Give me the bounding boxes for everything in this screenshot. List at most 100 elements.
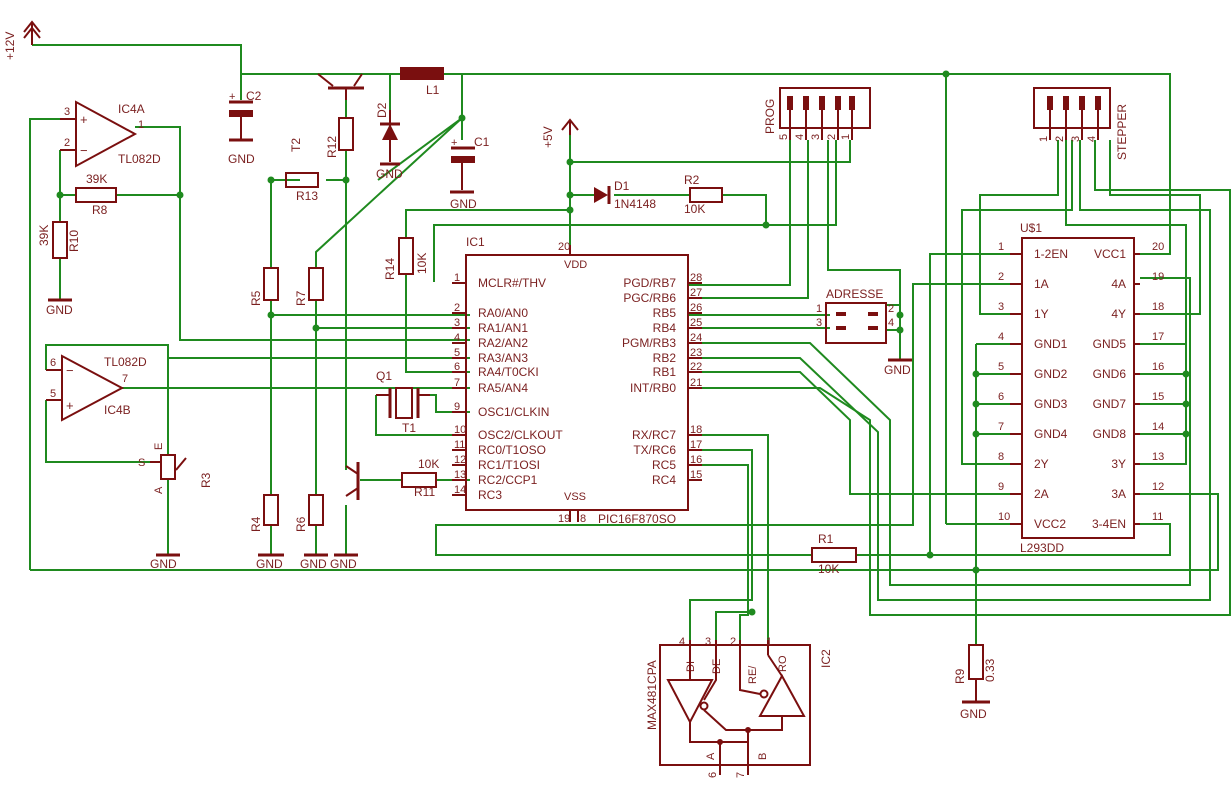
l293-pin-name: 1A xyxy=(1034,277,1049,291)
c1-ref: C1 xyxy=(474,135,490,149)
transistor-t2: T2 xyxy=(289,73,364,152)
opamp-a-val: TL082D xyxy=(118,152,161,166)
l293-pin-number: 1 xyxy=(998,241,1004,253)
stepper-pin-number: 4 xyxy=(1086,136,1098,142)
prog-pin-contact xyxy=(803,96,809,110)
ic1-pin-number: 6 xyxy=(454,361,460,373)
adresse-pin4: 4 xyxy=(888,317,894,329)
r3-ref: R3 xyxy=(199,472,213,488)
ic1-pin-number: 11 xyxy=(454,439,465,451)
ic1-pin-number: 22 xyxy=(690,361,702,373)
ic2-ro: RO xyxy=(777,655,789,672)
ic2-pin1: 1 xyxy=(766,636,772,648)
q1-ref: Q1 xyxy=(376,369,392,383)
ic1-pin-number: 1 xyxy=(454,272,460,284)
l293-pin-name: GND5 xyxy=(1093,337,1127,351)
ic1-pin-name: RX/RC7 xyxy=(632,428,676,442)
adresse-ref: ADRESSE xyxy=(826,287,883,301)
ic2-re: RE/ xyxy=(747,665,759,684)
resistor-r6: R6 GND xyxy=(294,494,328,571)
l293-pin-name: VCC1 xyxy=(1094,247,1126,261)
ic1-pin-name: RA1/AN1 xyxy=(478,321,528,335)
gnd-label: GND xyxy=(884,363,911,377)
l1-ref: L1 xyxy=(426,83,440,97)
power-12v: +12V xyxy=(3,20,41,60)
l293-val: L293DD xyxy=(1020,541,1064,555)
transistor-t1 xyxy=(345,462,360,500)
l293-pin-number: 2 xyxy=(998,271,1004,283)
resistor-r7: R7 xyxy=(294,267,324,306)
l293-right-pins: 20VCC1194A184Y17GND516GND615GND714GND813… xyxy=(1092,241,1164,531)
stepper-pin-number: 3 xyxy=(1070,136,1082,142)
ic1-vss: VSS xyxy=(564,491,586,503)
ic1-pin-name: RA3/AN3 xyxy=(478,351,528,365)
prog-pin-contact xyxy=(787,96,793,110)
label-5v: +5V xyxy=(541,126,555,148)
resistor-r10: 39K R10 xyxy=(37,221,81,259)
r8-value: 39K xyxy=(86,172,107,186)
d1-value: 1N4148 xyxy=(614,197,656,211)
prog-pin-number: 5 xyxy=(778,134,790,140)
ic1-pin-number: 16 xyxy=(690,454,702,466)
ic1-pin-name: OSC2/CLKOUT xyxy=(478,428,563,442)
ic1-pin-number: 9 xyxy=(454,401,460,413)
ic1-pin-number: 10 xyxy=(454,424,466,436)
r7-ref: R7 xyxy=(294,290,308,306)
ic1-pin-name: RC3 xyxy=(478,488,502,502)
l293-pin-number: 18 xyxy=(1152,301,1164,313)
ic1-pin-name: RC1/T1OSI xyxy=(478,458,540,472)
r3-e: E xyxy=(153,443,165,450)
ic1-pin-name: RB1 xyxy=(653,365,677,379)
gnd-label: GND xyxy=(450,197,477,211)
r1-value: 10K xyxy=(818,562,839,576)
c2-ref: C2 xyxy=(246,89,262,103)
gnd-label: GND xyxy=(376,167,403,181)
l293-ref: U$1 xyxy=(1020,221,1042,235)
resistor-r11: 10K R11 xyxy=(401,457,439,499)
opamp-a-ref: IC4A xyxy=(118,102,145,116)
diode-d1: D1 1N4148 xyxy=(594,179,656,211)
ic1-pin-number: 21 xyxy=(690,377,702,389)
l293-pin-number: 6 xyxy=(998,391,1004,403)
opamp-a-pin2: 2 xyxy=(64,137,70,149)
gnd-label: GND xyxy=(150,557,177,571)
l293-pin-name: 4A xyxy=(1111,277,1126,291)
l293-pin-name: 2A xyxy=(1034,487,1049,501)
ic1-pin-number: 15 xyxy=(690,469,702,481)
l293-pin-name: 2Y xyxy=(1034,457,1049,471)
ic1-pin-number: 5 xyxy=(454,347,460,359)
l293-pin-number: 15 xyxy=(1152,391,1164,403)
ic1-pin-name: PGD/RB7 xyxy=(623,276,676,290)
l293-pin-number: 10 xyxy=(998,511,1010,523)
r6-ref: R6 xyxy=(294,516,308,532)
cap-c1: + C1 GND xyxy=(450,135,490,211)
resistor-r12: R12 xyxy=(325,117,354,158)
stepper-pin-contact xyxy=(1063,96,1069,110)
label-12v: +12V xyxy=(3,32,17,60)
resistor-r1: R1 10K xyxy=(811,532,857,576)
gnd-label: GND xyxy=(256,557,283,571)
ic2-max481: MAX481CPA IC2 4 3 2 1 DI DE RE/ RO A B 6 xyxy=(645,636,833,778)
t2-ref: T2 xyxy=(289,138,303,152)
gnd-r10: GND xyxy=(46,298,73,317)
ic1-pin-name: MCLR#/THV xyxy=(478,276,546,290)
l293-pin-number: 19 xyxy=(1152,271,1164,283)
d2-ref: D2 xyxy=(375,102,389,118)
l293-pin-number: 4 xyxy=(998,331,1004,343)
ic1-pin-name: PGM/RB3 xyxy=(622,336,676,350)
ic2-val: MAX481CPA xyxy=(645,660,659,730)
ic1-pin-name: RA0/AN0 xyxy=(478,306,528,320)
ic1-pin-name: RB4 xyxy=(653,321,677,335)
prog-pin-contact xyxy=(835,96,841,110)
resistor-r9: R9 0.33 GND xyxy=(953,644,997,721)
ic1-pin-number: 18 xyxy=(690,424,702,436)
power-5v: +5V xyxy=(541,118,579,148)
adresse-pin1: 1 xyxy=(816,303,822,315)
ic1-pin-number: 23 xyxy=(690,347,702,359)
r13-ref: R13 xyxy=(296,189,318,203)
ic1-pin-name: RA4/T0CKI xyxy=(478,365,539,379)
ic1-pin-name: OSC1/CLKIN xyxy=(478,405,549,419)
